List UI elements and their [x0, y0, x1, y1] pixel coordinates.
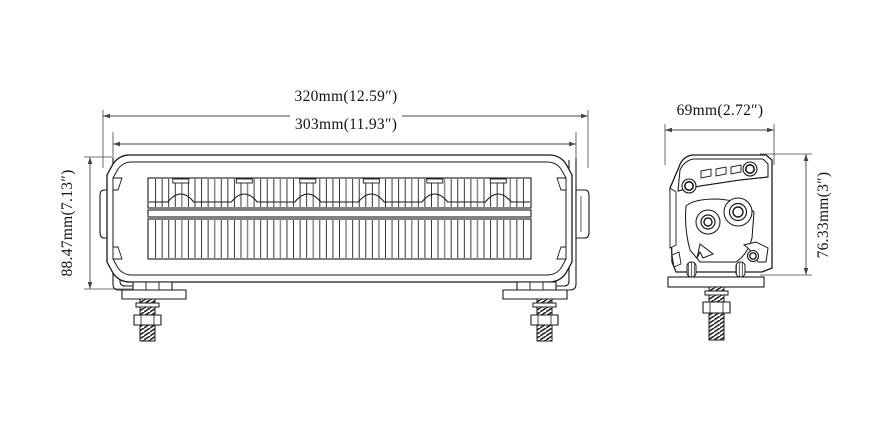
led-row-upper — [147, 177, 532, 209]
side-hex-bolt-upper-left — [681, 178, 697, 194]
side-mounting-plate — [667, 261, 765, 341]
side-view: 69mm(2.72″) 76.33mm(3″) — [664, 100, 834, 341]
side-mounting-post-left — [686, 261, 697, 278]
side-hex-bolt-upper-right — [742, 161, 758, 177]
side-height-label: 76.33mm(3″) — [815, 172, 832, 259]
front-view: 320mm(12.59″) 303mm(11.93″) 88.47mm(7.13… — [58, 86, 590, 342]
overall-width-label: 320mm(12.59″) — [295, 88, 398, 105]
mounting-bolt-left — [121, 281, 187, 342]
dimension-side-height: 76.33mm(3″) — [760, 153, 834, 276]
housing-inner-outline — [112, 161, 567, 276]
body-width-label: 303mm(11.93″) — [295, 116, 397, 133]
side-depth-label: 69mm(2.72″) — [677, 102, 764, 119]
bracket-right — [537, 158, 590, 291]
mounting-bolt-right — [502, 281, 568, 342]
side-mounting-post-right — [735, 261, 746, 278]
led-row-lower — [147, 218, 532, 260]
side-lens-circle-large — [723, 197, 753, 227]
side-lens-circle-small — [695, 209, 721, 235]
side-chevron-detail — [696, 243, 715, 259]
dimension-body-width: 303mm(11.93″) — [112, 114, 577, 170]
center-divider-bar — [147, 209, 532, 218]
dimension-overall-height: 88.47mm(7.13″) — [58, 156, 150, 290]
dimension-side-depth: 69mm(2.72″) — [664, 100, 775, 165]
overall-height-label: 88.47mm(7.13″) — [59, 169, 76, 276]
side-top-fins — [700, 164, 742, 179]
side-body-outline — [669, 154, 773, 273]
reflector-peaks-upper — [149, 178, 530, 203]
reflector-fins-lower — [155, 220, 524, 258]
